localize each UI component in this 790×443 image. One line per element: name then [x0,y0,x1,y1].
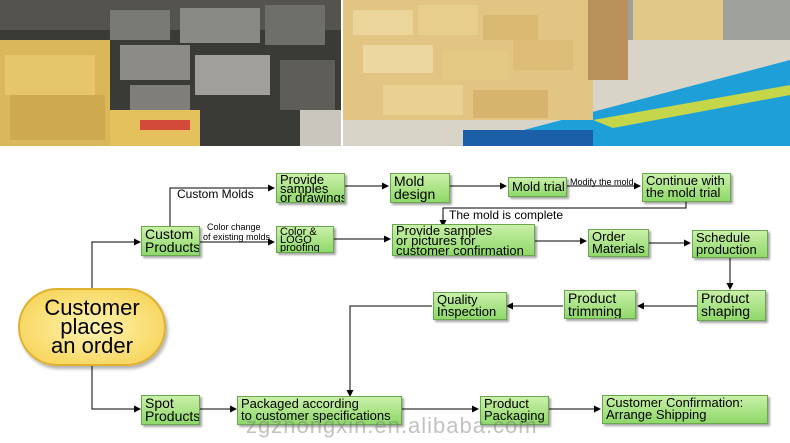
start-line-2: places [60,314,124,339]
provide-samples-confirmation-node: Provide samples or pictures for customer… [392,224,535,256]
product-shaping-line-2: shaping [701,303,751,319]
flow-arrows [91,182,734,413]
warehouse-molds-photo [0,0,341,146]
quality-inspection-line-1: Quality [437,292,478,307]
custom-products-line-2: Products [145,239,200,255]
provide-samples-drawings-node: Provide samples or drawings [276,173,345,203]
production-flow-diagram: Customer places an order Custom Products… [0,146,790,443]
schedule-production-node: Schedule production [692,230,768,258]
modify-mold-label: Modify the mold [570,177,634,187]
spot-products-line-1: Spot [145,395,174,411]
color-change-label-1: Color change [207,222,261,232]
spot-products-line-2: Products [145,408,200,424]
order-materials-line-2: Materials [592,241,645,256]
mold-trial-node: Mold trial [508,177,567,197]
quality-inspection-line-2: Inspection [437,304,497,319]
packaged-according-line-1: Packaged according [241,396,359,411]
continue-trial-line-2: the mold trial [646,185,721,200]
mold-design-line-2: design [394,186,436,202]
schedule-production-line-1: Schedule [696,230,751,245]
provide-samples-line-1: Provide samples [396,224,493,238]
continue-mold-trial-node: Continue with the mold trial [642,173,731,202]
schedule-production-line-2: production [696,242,757,257]
product-shaping-node: Product shaping [697,290,766,321]
mold-design-line-1: Mold [394,173,425,189]
mold-complete-label: The mold is complete [449,208,564,222]
color-logo-line-3: proofing [280,242,320,253]
customer-confirmation-line-1: Customer Confirmation: [606,395,744,410]
custom-products-node: Custom Products [141,226,200,256]
warehouse-bags-photo [343,0,790,146]
product-shaping-line-1: Product [701,290,750,306]
start-line-1: Customer [44,295,140,320]
provide-samples-line-2: or pictures for [396,233,476,248]
color-logo-line-1: Color & [280,226,317,238]
customer-confirmation-shipping-node: Customer Confirmation: Arrange Shipping [602,395,768,424]
mold-design-node: Mold design [390,173,450,203]
color-logo-proofing-node: Color & LOGO proofing [276,226,334,253]
order-materials-line-1: Order [592,229,626,244]
product-packaging-line-2: Packaging [484,408,545,423]
provide-drawings-line-2: samples [280,181,329,196]
packaged-according-node: Packaged according to customer specifica… [237,396,402,425]
provide-drawings-line-3: or drawings [280,190,345,203]
order-materials-node: Order Materials [588,229,649,257]
continue-trial-line-1: Continue with [646,173,725,188]
product-packaging-node: Product Packaging [480,396,549,425]
provide-samples-line-3: customer confirmation [396,243,524,256]
quality-inspection-node: Quality Inspection [433,292,507,320]
color-change-label-2: of existing molds [203,232,271,242]
product-packaging-line-1: Product [484,396,529,411]
packaged-according-line-2: to customer specifications [241,408,391,423]
custom-products-line-1: Custom [145,226,194,242]
product-trimming-node: Product trimming [564,290,636,319]
customer-places-order-node: Customer places an order [18,288,166,366]
product-trimming-line-1: Product [568,290,617,306]
spot-products-node: Spot Products [141,395,200,425]
customer-confirmation-line-2: Arrange Shipping [606,407,707,422]
custom-molds-label: Custom Molds [177,187,254,201]
site-watermark: zgzhongxin.en.alibaba.com [246,413,538,438]
mold-trial-line: Mold trial [512,179,565,194]
color-logo-line-2: LOGO [280,234,312,246]
start-line-3: an order [51,333,133,358]
provide-drawings-line-1: Provide [280,173,325,187]
product-trimming-line-2: trimming [568,303,622,319]
